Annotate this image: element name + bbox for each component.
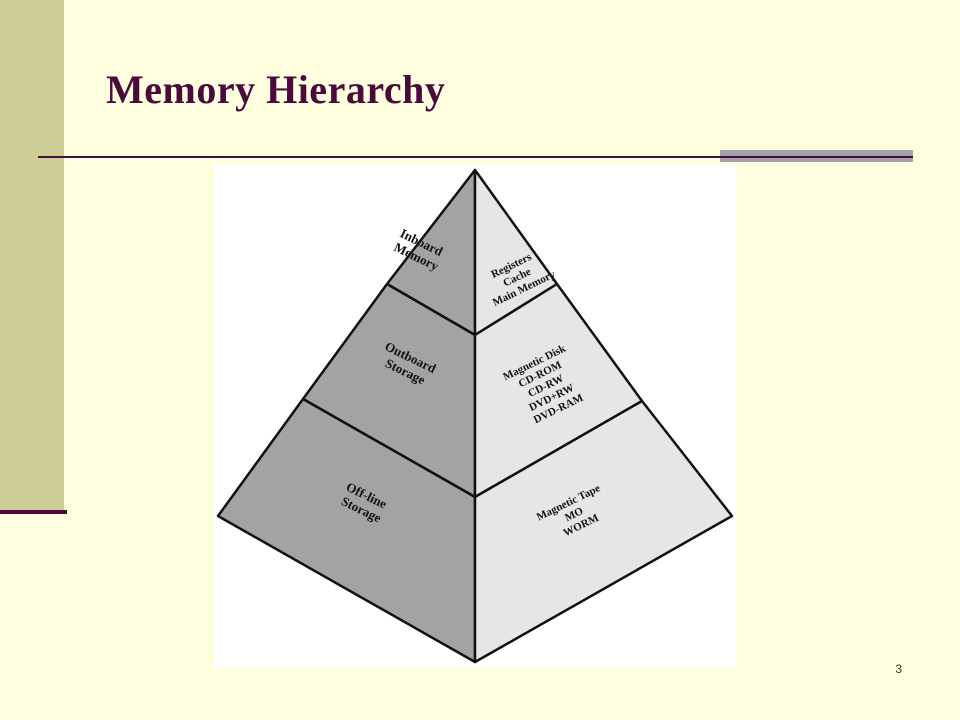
right-face-bottom <box>473 399 734 664</box>
left-accent-underline <box>0 510 67 514</box>
page-number: 3 <box>895 662 902 676</box>
memory-hierarchy-diagram: Inboard Memory Outboard Storage Off-line… <box>214 165 736 667</box>
label-offline-storage: Off-line Storage <box>337 479 392 526</box>
slide-title: Memory Hierarchy <box>106 67 446 112</box>
title-rule <box>38 156 913 158</box>
left-accent-bar <box>0 0 64 510</box>
pyramid-svg: Inboard Memory Outboard Storage Off-line… <box>216 168 734 664</box>
